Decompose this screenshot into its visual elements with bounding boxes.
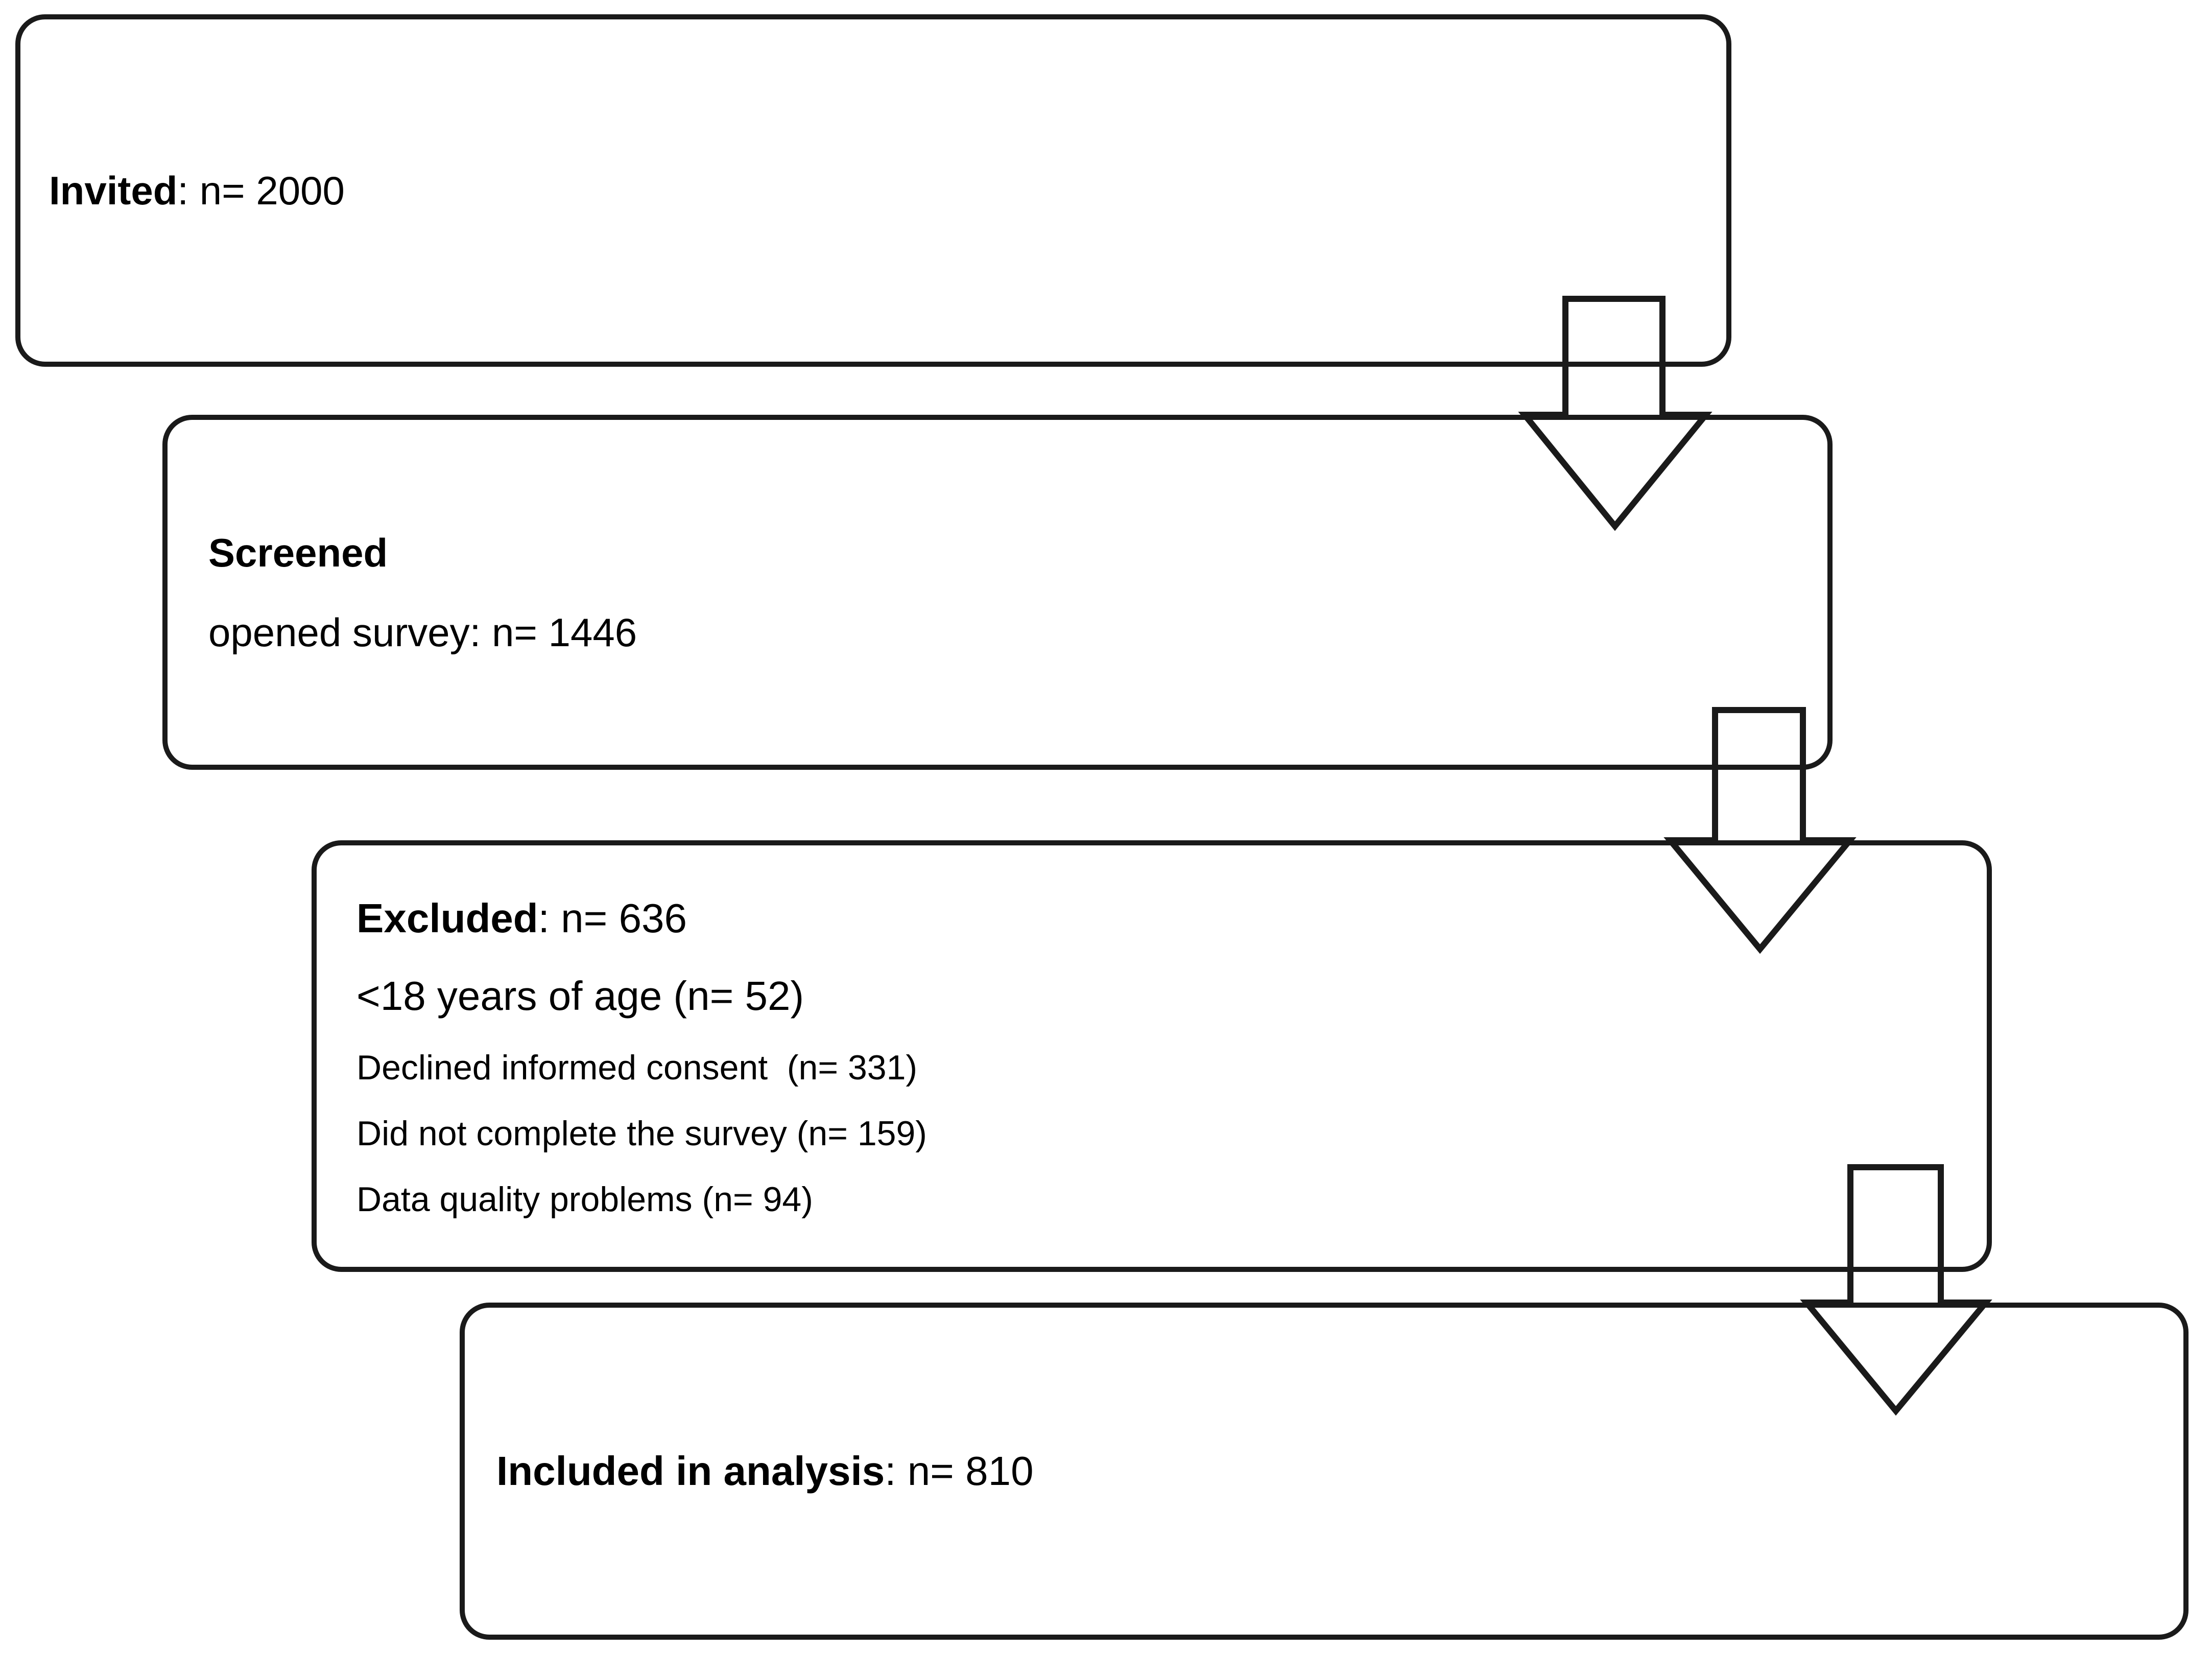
- included-label-count: : n= 810: [885, 1448, 1034, 1494]
- box-screened: Screened opened survey: n= 1446: [162, 415, 1833, 770]
- down-arrow-icon: [1518, 296, 1712, 531]
- screened-detail: opened survey: n= 1446: [208, 609, 637, 655]
- invited-label: Invited: n= 2000: [49, 153, 1726, 228]
- exclusion-reason-age: <18 years of age (n= 52): [356, 973, 804, 1019]
- included-label-bold: Included in analysis: [496, 1448, 885, 1494]
- excluded-title-count: : n= 636: [538, 895, 687, 941]
- box-invited: Invited: n= 2000: [15, 14, 1731, 367]
- invited-label-count: : n= 2000: [177, 168, 345, 213]
- down-arrow-icon: [1663, 707, 1857, 954]
- exclusion-reason-quality: Data quality problems (n= 94): [356, 1180, 813, 1219]
- box-excluded: Excluded: n= 636 <18 years of age (n= 52…: [312, 840, 1992, 1272]
- invited-label-bold: Invited: [49, 168, 178, 213]
- box-included: Included in analysis: n= 810: [460, 1303, 2189, 1640]
- included-label: Included in analysis: n= 810: [496, 1432, 2183, 1510]
- excluded-title: Excluded: n= 636: [356, 880, 1987, 957]
- excluded-title-bold: Excluded: [356, 895, 538, 941]
- exclusion-reason-consent: Declined informed consent (n= 331): [356, 1048, 918, 1087]
- exclusion-reason-incomplete: Did not complete the survey (n= 159): [356, 1114, 927, 1153]
- down-arrow-icon: [1800, 1164, 1992, 1416]
- screened-title: Screened: [208, 530, 388, 575]
